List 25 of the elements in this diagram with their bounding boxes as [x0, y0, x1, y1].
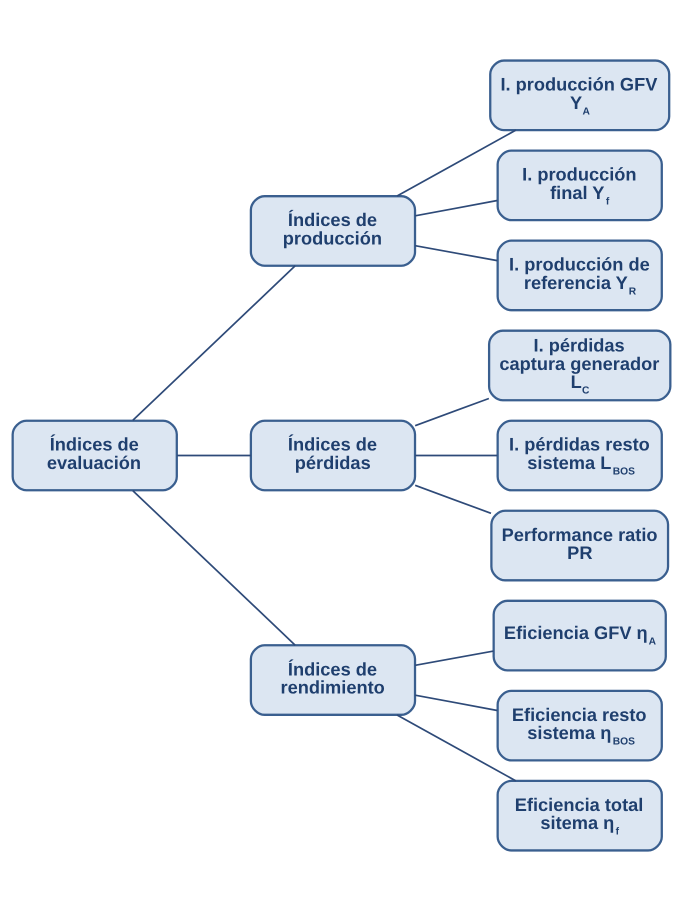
connector [177, 454, 251, 456]
node-box: Performance ratio PR [490, 509, 670, 581]
node-box: I. producción final Y$_{f}$ [496, 148, 663, 221]
connector [132, 489, 296, 646]
node-box: I. pérdidas resto sistema L$_{BOS}$ [496, 419, 663, 491]
connector [415, 454, 498, 456]
node-box: I. producción de referencia Y$_{R}$ [496, 239, 663, 311]
node-box: Eficiencia GFV η$_{A}$ [492, 599, 667, 671]
connector [415, 244, 498, 261]
connector [396, 128, 516, 196]
node-box: I. producción GFV Y$_{A}$ [489, 58, 670, 131]
connector [415, 694, 498, 711]
node-box: Índices de producción [250, 194, 416, 266]
connector [414, 397, 490, 426]
node-box: I. pérdidas captura generador L$_{C}$ [488, 329, 672, 401]
connector [415, 199, 498, 216]
connector [132, 264, 296, 421]
node-box: Eficiencia total sitema η$_{f}$ [496, 779, 663, 852]
node-box: Índices de rendimiento [250, 644, 416, 716]
connector [415, 650, 494, 666]
connector [396, 714, 516, 782]
node-box: Eficiencia resto sistema η$_{BOS}$ [496, 689, 663, 762]
node-box: Índices de pérdidas [250, 419, 416, 491]
node-box: Índices de evaluación [12, 419, 178, 491]
connector [414, 484, 492, 514]
